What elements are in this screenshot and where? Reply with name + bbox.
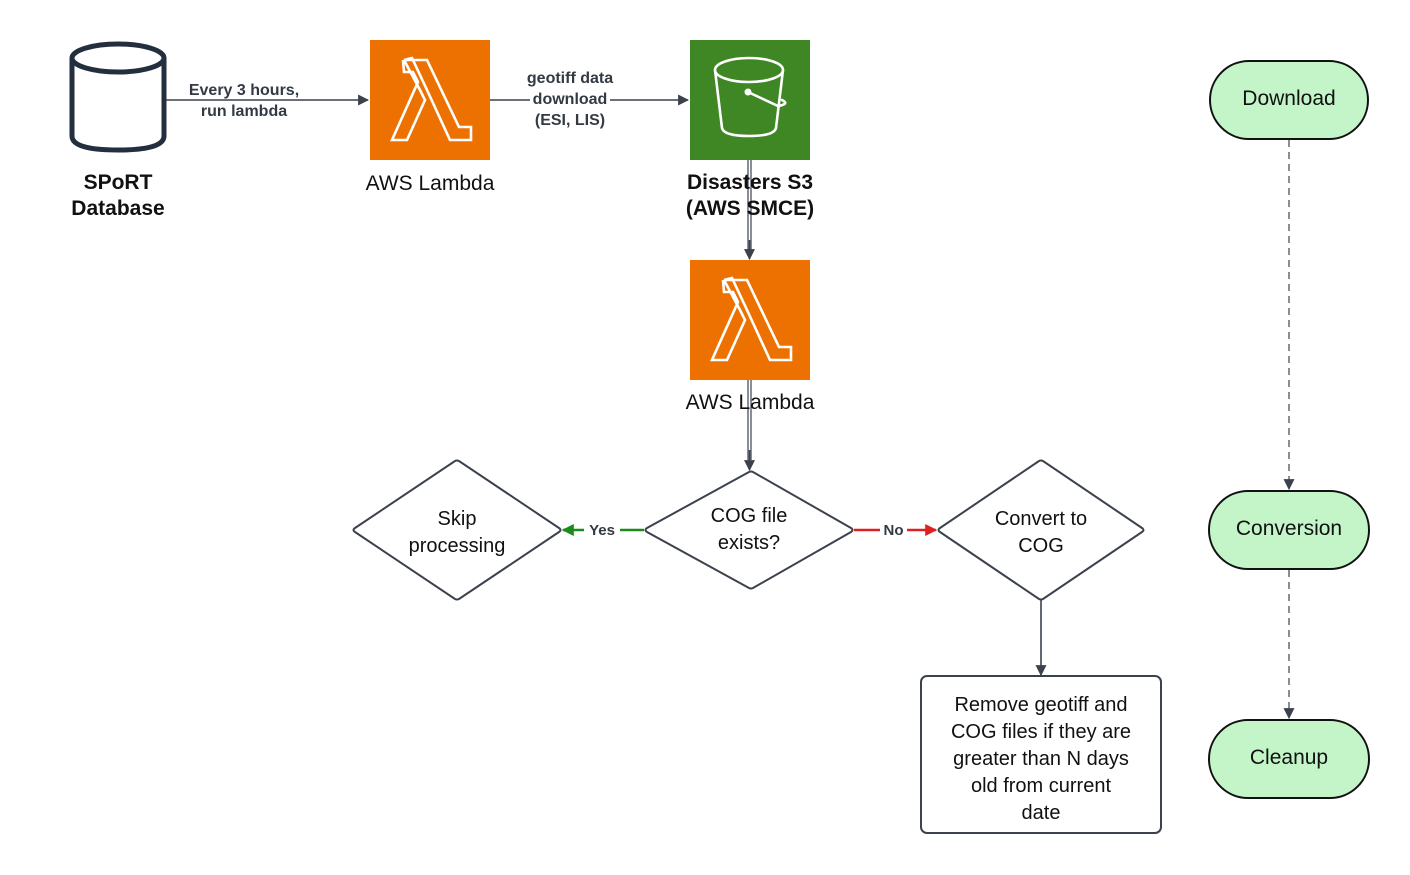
- s3-label-line1: Disasters S3: [686, 171, 814, 194]
- phase-conversion-label: Conversion: [1235, 517, 1343, 540]
- edge-label-line3: (ESI, LIS): [531, 112, 609, 129]
- aws-s3-bucket-icon: [690, 40, 810, 160]
- decision-label-line2: exists?: [717, 532, 781, 554]
- convert-to-cog-label: Convert to COG: [961, 506, 1121, 560]
- edge-s3-to-lambda: [744, 160, 755, 261]
- cleanup-line: old from current: [970, 775, 1112, 797]
- s3-label: Disasters S3 (AWS SMCE): [660, 170, 840, 222]
- aws-lambda-icon: [370, 40, 490, 160]
- decision-cog-exists: [644, 470, 854, 590]
- decision-cog-exists-label: COG file exists?: [669, 503, 829, 557]
- aws-lambda-icon: [690, 260, 810, 380]
- skip-processing-shape: [352, 459, 562, 601]
- cleanup-line: Remove geotiff and: [954, 694, 1128, 716]
- sport-database-label-line1: SPoRT: [83, 171, 153, 194]
- cleanup-line: date: [1021, 802, 1061, 824]
- cleanup-line: greater than N days: [953, 748, 1129, 770]
- edge-lambda-to-decision: [744, 380, 755, 472]
- lambda-2-label: AWS Lambda: [685, 391, 815, 414]
- phase-download-shape: [1209, 60, 1369, 140]
- edge-label-line2: run lambda: [198, 103, 290, 120]
- convert-to-cog-shape: [937, 459, 1145, 601]
- skip-label-line2: processing: [408, 535, 506, 557]
- lambda-1-label: AWS Lambda: [365, 172, 495, 195]
- edge-lambda-to-s3-label: geotiff data download (ESI, LIS): [510, 68, 630, 131]
- cleanup-box-label: Remove geotiff and COG files if they are…: [925, 692, 1157, 827]
- phase-cleanup-label: Cleanup: [1249, 746, 1329, 769]
- sport-database-label-line2: Database: [71, 197, 165, 220]
- edge-label-line2: download: [529, 91, 611, 108]
- edge-label-line1: geotiff data: [523, 70, 617, 87]
- convert-label-line2: COG: [1018, 535, 1064, 557]
- phase-conversion-shape: [1208, 490, 1370, 570]
- skip-processing-label: Skip processing: [377, 506, 537, 560]
- skip-label-line1: Skip: [437, 508, 477, 530]
- edge-yes-label: Yes: [589, 522, 615, 539]
- sport-database-label: SPoRT Database: [48, 170, 188, 222]
- decision-label-line1: COG file: [710, 505, 788, 527]
- database-cylinder-icon: [69, 41, 167, 153]
- edge-db-to-lambda-label: Every 3 hours, run lambda: [176, 80, 312, 122]
- cleanup-box: [920, 675, 1162, 834]
- s3-label-line2: (AWS SMCE): [685, 197, 815, 220]
- edge-no-label: No: [883, 522, 904, 539]
- edge-label-line1: Every 3 hours,: [186, 82, 302, 99]
- phase-cleanup-shape: [1208, 719, 1370, 799]
- convert-label-line1: Convert to: [994, 508, 1088, 530]
- cleanup-line: COG files if they are: [950, 721, 1132, 743]
- phase-download-label: Download: [1242, 87, 1336, 110]
